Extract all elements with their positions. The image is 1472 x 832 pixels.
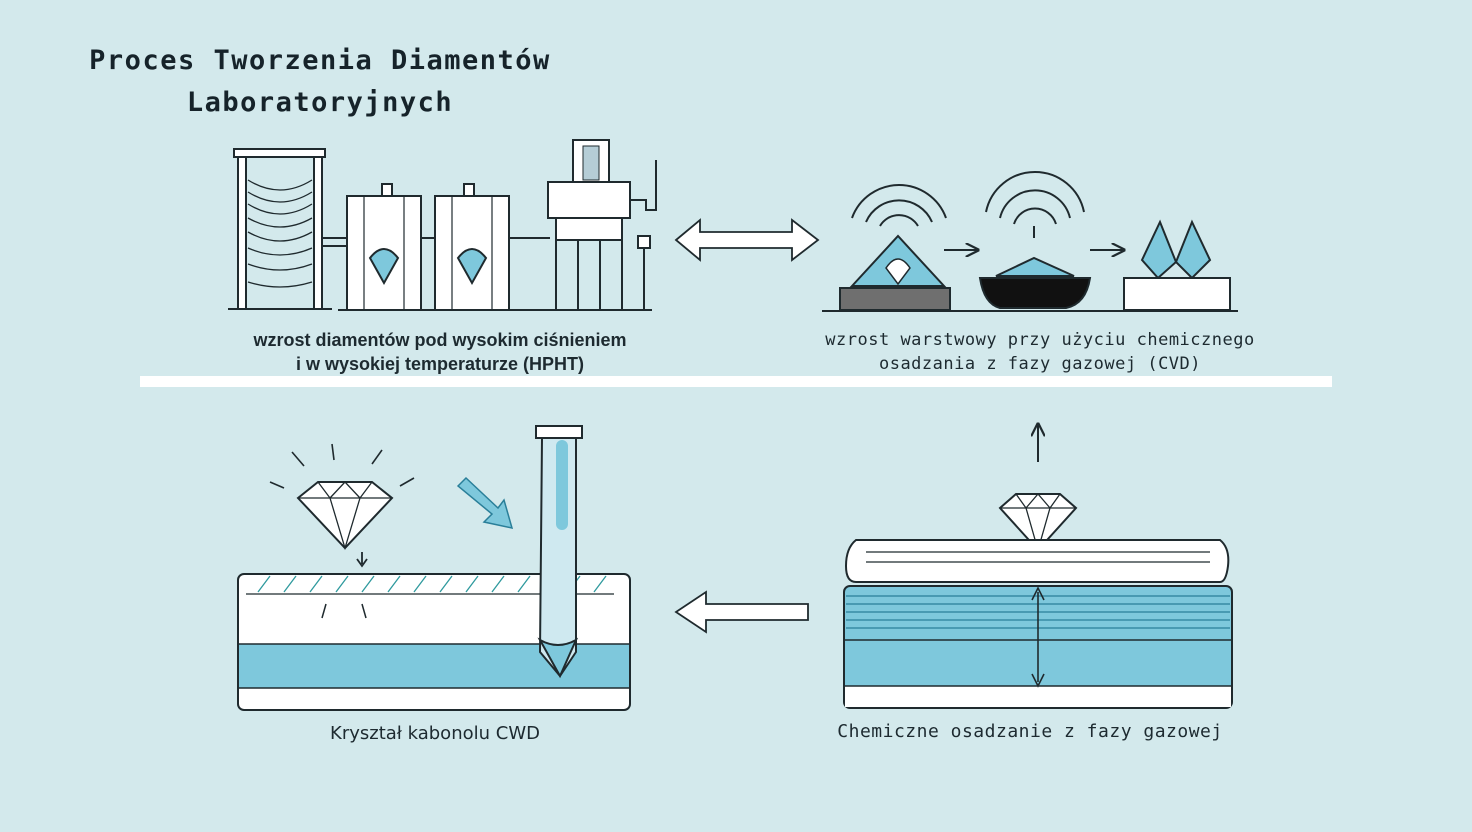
left-arrow-icon	[674, 590, 809, 634]
press-frame	[228, 148, 332, 310]
crystal-block	[237, 425, 631, 711]
cvd-caption-line-2: osadzania z fazy gazowej (CVD)	[878, 354, 1202, 374]
cvd-caption: wzrost warstwowy przy użyciu chemicznego…	[820, 328, 1260, 376]
page-title: Proces Tworzenia Diamentów Laboratoryjny…	[60, 40, 580, 124]
hpht-caption-line-1: wzrost diamentów pod wysokim ciśnieniem	[253, 330, 627, 350]
title-line-1: Proces Tworzenia Diamentów	[89, 45, 551, 76]
pressure-chamber-2	[434, 183, 510, 311]
cvd-steps	[822, 170, 1238, 312]
inject-arrow-icon	[456, 476, 514, 529]
cvd-step-growth	[978, 170, 1092, 309]
cvd-layer-block	[843, 424, 1233, 709]
hpht-caption-line-2: i w wysokiej temperaturze (HPHT)	[295, 354, 585, 374]
crystal-caption-label: Kryształ kabonolu CWD	[330, 723, 540, 744]
hpht-equipment	[228, 139, 657, 311]
crystal-caption: Kryształ kabonolu CWD	[250, 722, 620, 746]
section-divider	[140, 376, 1332, 387]
sparkle-icon	[269, 443, 415, 489]
cvd-step-seed	[839, 184, 951, 311]
diamond-icon	[296, 481, 394, 551]
chemical-caption: Chemiczne osadzanie z fazy gazowej	[820, 720, 1240, 744]
pressure-chamber-1	[346, 183, 422, 311]
control-tower	[547, 139, 657, 310]
title-line-2: Laboratoryjnych	[186, 87, 454, 118]
probe-tube	[535, 425, 583, 679]
double-arrow-icon	[674, 218, 820, 262]
hpht-caption: wzrost diamentów pod wysokim ciśnieniem …	[200, 328, 680, 376]
cvd-step-crystals	[1123, 219, 1231, 311]
cvd-caption-line-1: wzrost warstwowy przy użyciu chemicznego	[825, 330, 1255, 350]
chemical-caption-label: Chemiczne osadzanie z fazy gazowej	[837, 721, 1223, 742]
